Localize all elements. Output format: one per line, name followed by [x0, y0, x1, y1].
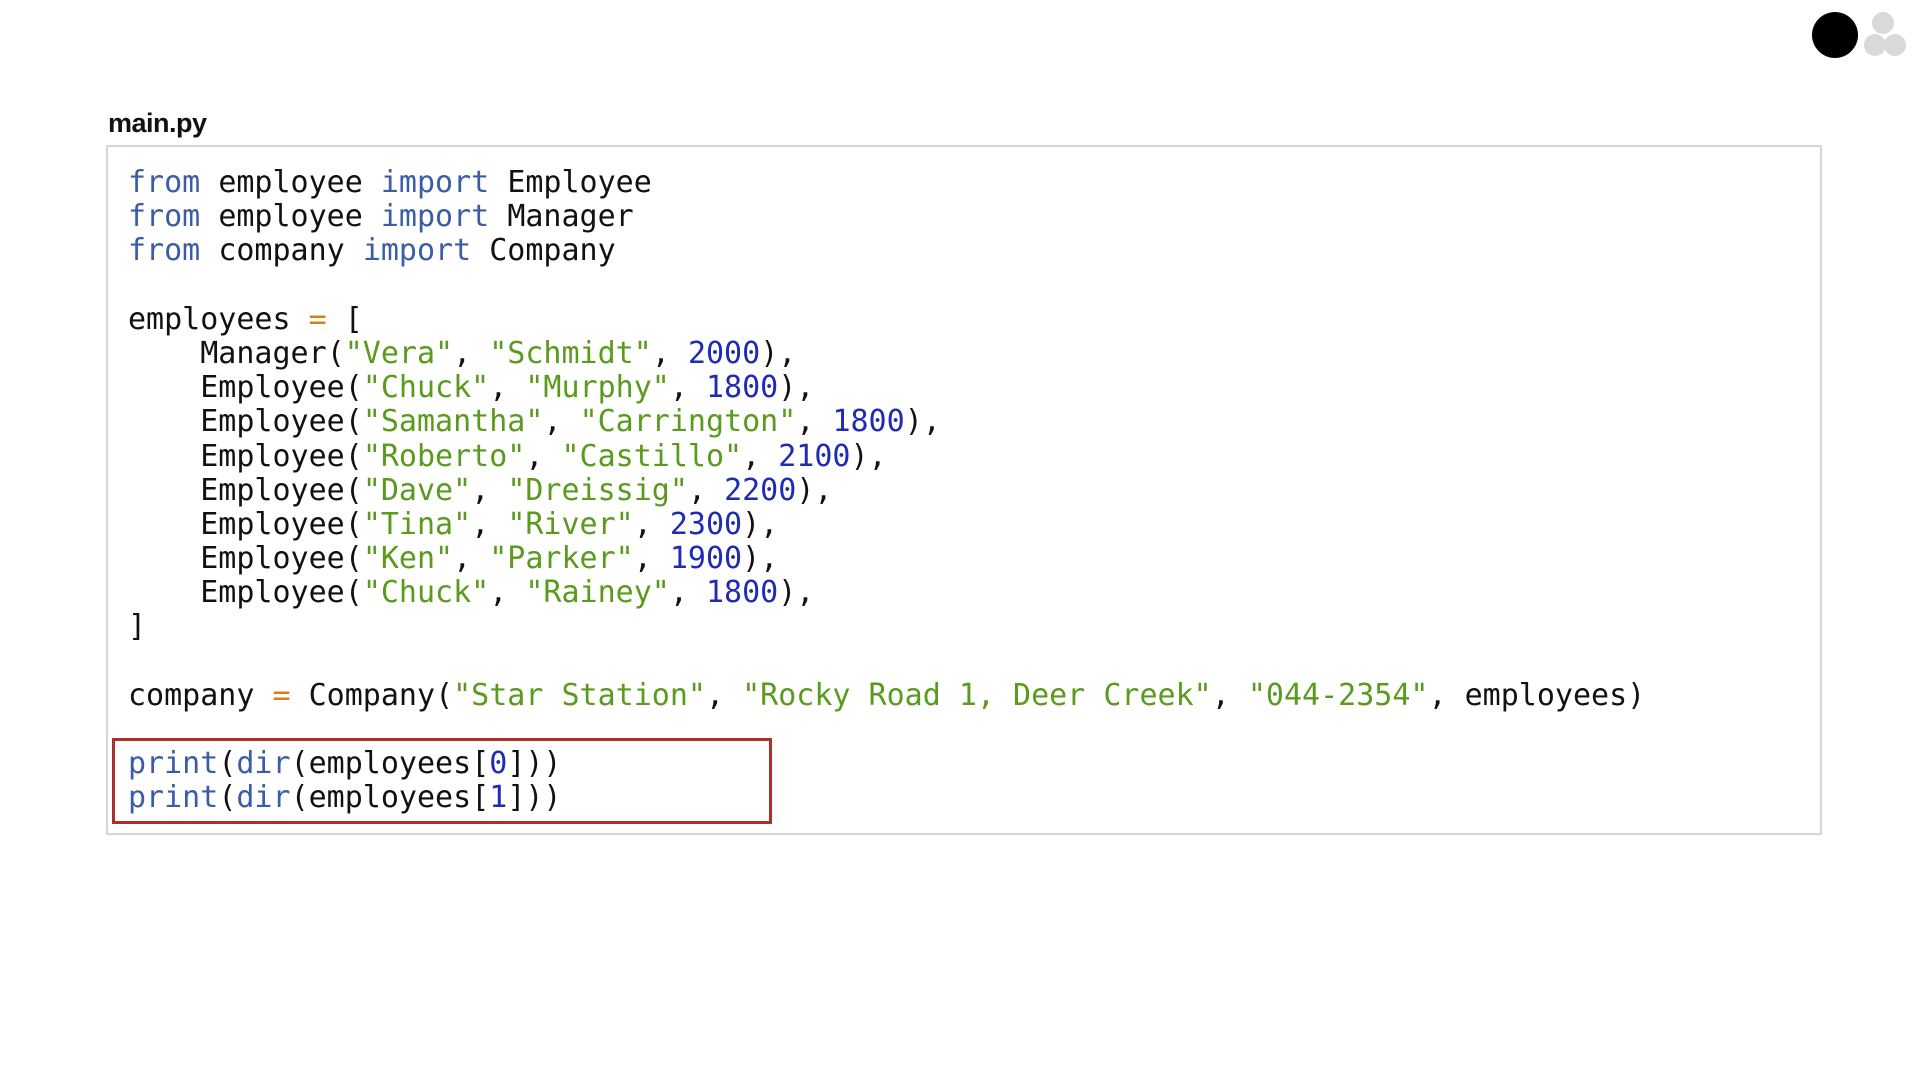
string-first-name: "Chuck": [362, 370, 490, 406]
import-name: Company: [489, 233, 616, 269]
number-salary: 2300: [669, 506, 743, 542]
string-first-name: "Roberto": [362, 438, 526, 474]
class-name: Employee: [200, 575, 345, 611]
code-line-blank: [128, 645, 1645, 679]
code-line-employee: Employee("Chuck", "Murphy", 1800),: [200, 370, 815, 406]
number-salary: 2000: [687, 335, 761, 371]
list-close-bracket: ]: [128, 609, 147, 645]
logo-dot-small-icon: [1872, 12, 1894, 34]
string-first-name: "Dave": [362, 472, 472, 508]
function-dir: dir: [236, 746, 291, 782]
class-name: Employee: [200, 472, 345, 508]
logo-dot-small-icon: [1864, 34, 1886, 56]
number-salary: 1800: [706, 575, 779, 611]
assign-operator: =: [272, 677, 291, 713]
string-last-name: "Rainey": [525, 575, 670, 611]
code-line-import: from employee import Manager: [128, 200, 1645, 234]
string-company-phone: "044-2354": [1247, 677, 1429, 713]
string-first-name: "Chuck": [362, 575, 490, 611]
number-salary: 1800: [706, 370, 779, 406]
class-name: Company: [308, 677, 436, 713]
string-first-name: "Tina": [362, 506, 472, 542]
code-line-import: from company import Company: [128, 234, 1645, 268]
code-line-blank: [128, 713, 1645, 747]
code-line-list-open: employees = [: [128, 301, 1645, 337]
code-line-company: company = Company("Star Station", "Rocky…: [128, 677, 1646, 713]
code-line-employee: Employee("Chuck", "Rainey", 1800),: [200, 575, 815, 611]
number-salary: 1900: [669, 541, 743, 577]
string-last-name: "Murphy": [525, 370, 670, 406]
string-last-name: "Castillo": [561, 438, 743, 474]
assign-operator: =: [308, 301, 327, 337]
keyword-import: import: [380, 165, 490, 200]
string-last-name: "River": [507, 506, 634, 542]
code-line-import: from employee import Employee: [128, 165, 1645, 200]
code-line-employee: Employee("Samantha", "Carrington", 1800)…: [200, 404, 941, 440]
target-variable: employees: [308, 746, 472, 782]
string-company-name: "Star Station": [453, 677, 706, 713]
code-line-blank: [128, 269, 1645, 303]
code-line-list-close: ]: [128, 610, 1645, 644]
number-salary: 2100: [778, 438, 851, 474]
function-dir: dir: [236, 780, 291, 816]
function-print: print: [128, 746, 219, 782]
class-name: Employee: [200, 370, 345, 406]
class-name: Employee: [200, 438, 345, 474]
class-name: Manager: [200, 335, 327, 371]
module-name: company: [218, 233, 345, 269]
class-name: Employee: [200, 404, 345, 440]
import-name: Employee: [507, 165, 652, 200]
index-number: 0: [489, 746, 508, 782]
keyword-from: from: [128, 233, 201, 269]
function-print: print: [128, 780, 219, 816]
number-salary: 1800: [832, 404, 905, 440]
string-last-name: "Parker": [489, 541, 634, 577]
code-line-employee: Employee("Roberto", "Castillo", 2100),: [200, 438, 887, 474]
file-title: main.py: [108, 108, 207, 138]
number-salary: 2200: [724, 472, 797, 508]
list-open-bracket: [: [344, 301, 363, 337]
code-line-print: print(dir(employees[0])): [128, 746, 562, 782]
string-last-name: "Carrington": [579, 404, 797, 440]
keyword-from: from: [128, 199, 201, 235]
import-name: Manager: [507, 199, 634, 235]
class-name: Employee: [200, 506, 345, 542]
variable-name: employees: [128, 301, 291, 337]
code-line-employee: Employee("Dave", "Dreissig", 2200),: [200, 472, 833, 508]
logo-dot-large-icon: [1812, 12, 1858, 58]
index-number: 1: [489, 780, 508, 816]
logo-icon: [1812, 10, 1906, 60]
string-first-name: "Vera": [344, 335, 454, 371]
keyword-import: import: [362, 233, 472, 269]
target-variable: employees: [308, 780, 472, 816]
string-first-name: "Samantha": [362, 404, 544, 440]
string-last-name: "Dreissig": [507, 472, 688, 508]
code-line-employee: Employee("Ken", "Parker", 1900),: [200, 541, 779, 577]
string-first-name: "Ken": [362, 541, 454, 577]
module-name: employee: [218, 199, 363, 235]
argument-name: employees: [1464, 677, 1628, 713]
code-editor[interactable]: [106, 145, 1822, 835]
string-last-name: "Schmidt": [489, 335, 652, 371]
class-name: Employee: [200, 541, 345, 577]
variable-name: company: [128, 677, 255, 713]
module-name: employee: [218, 165, 363, 200]
keyword-import: import: [380, 199, 490, 235]
code-line-employee: Employee("Tina", "River", 2300),: [200, 506, 779, 542]
keyword-from: from: [128, 165, 201, 200]
code-line-employee: Manager("Vera", "Schmidt", 2000),: [200, 335, 797, 371]
logo-dot-small-icon: [1884, 34, 1906, 56]
string-company-address: "Rocky Road 1, Deer Creek": [742, 677, 1212, 713]
code-line-print: print(dir(employees[1])): [128, 780, 562, 816]
